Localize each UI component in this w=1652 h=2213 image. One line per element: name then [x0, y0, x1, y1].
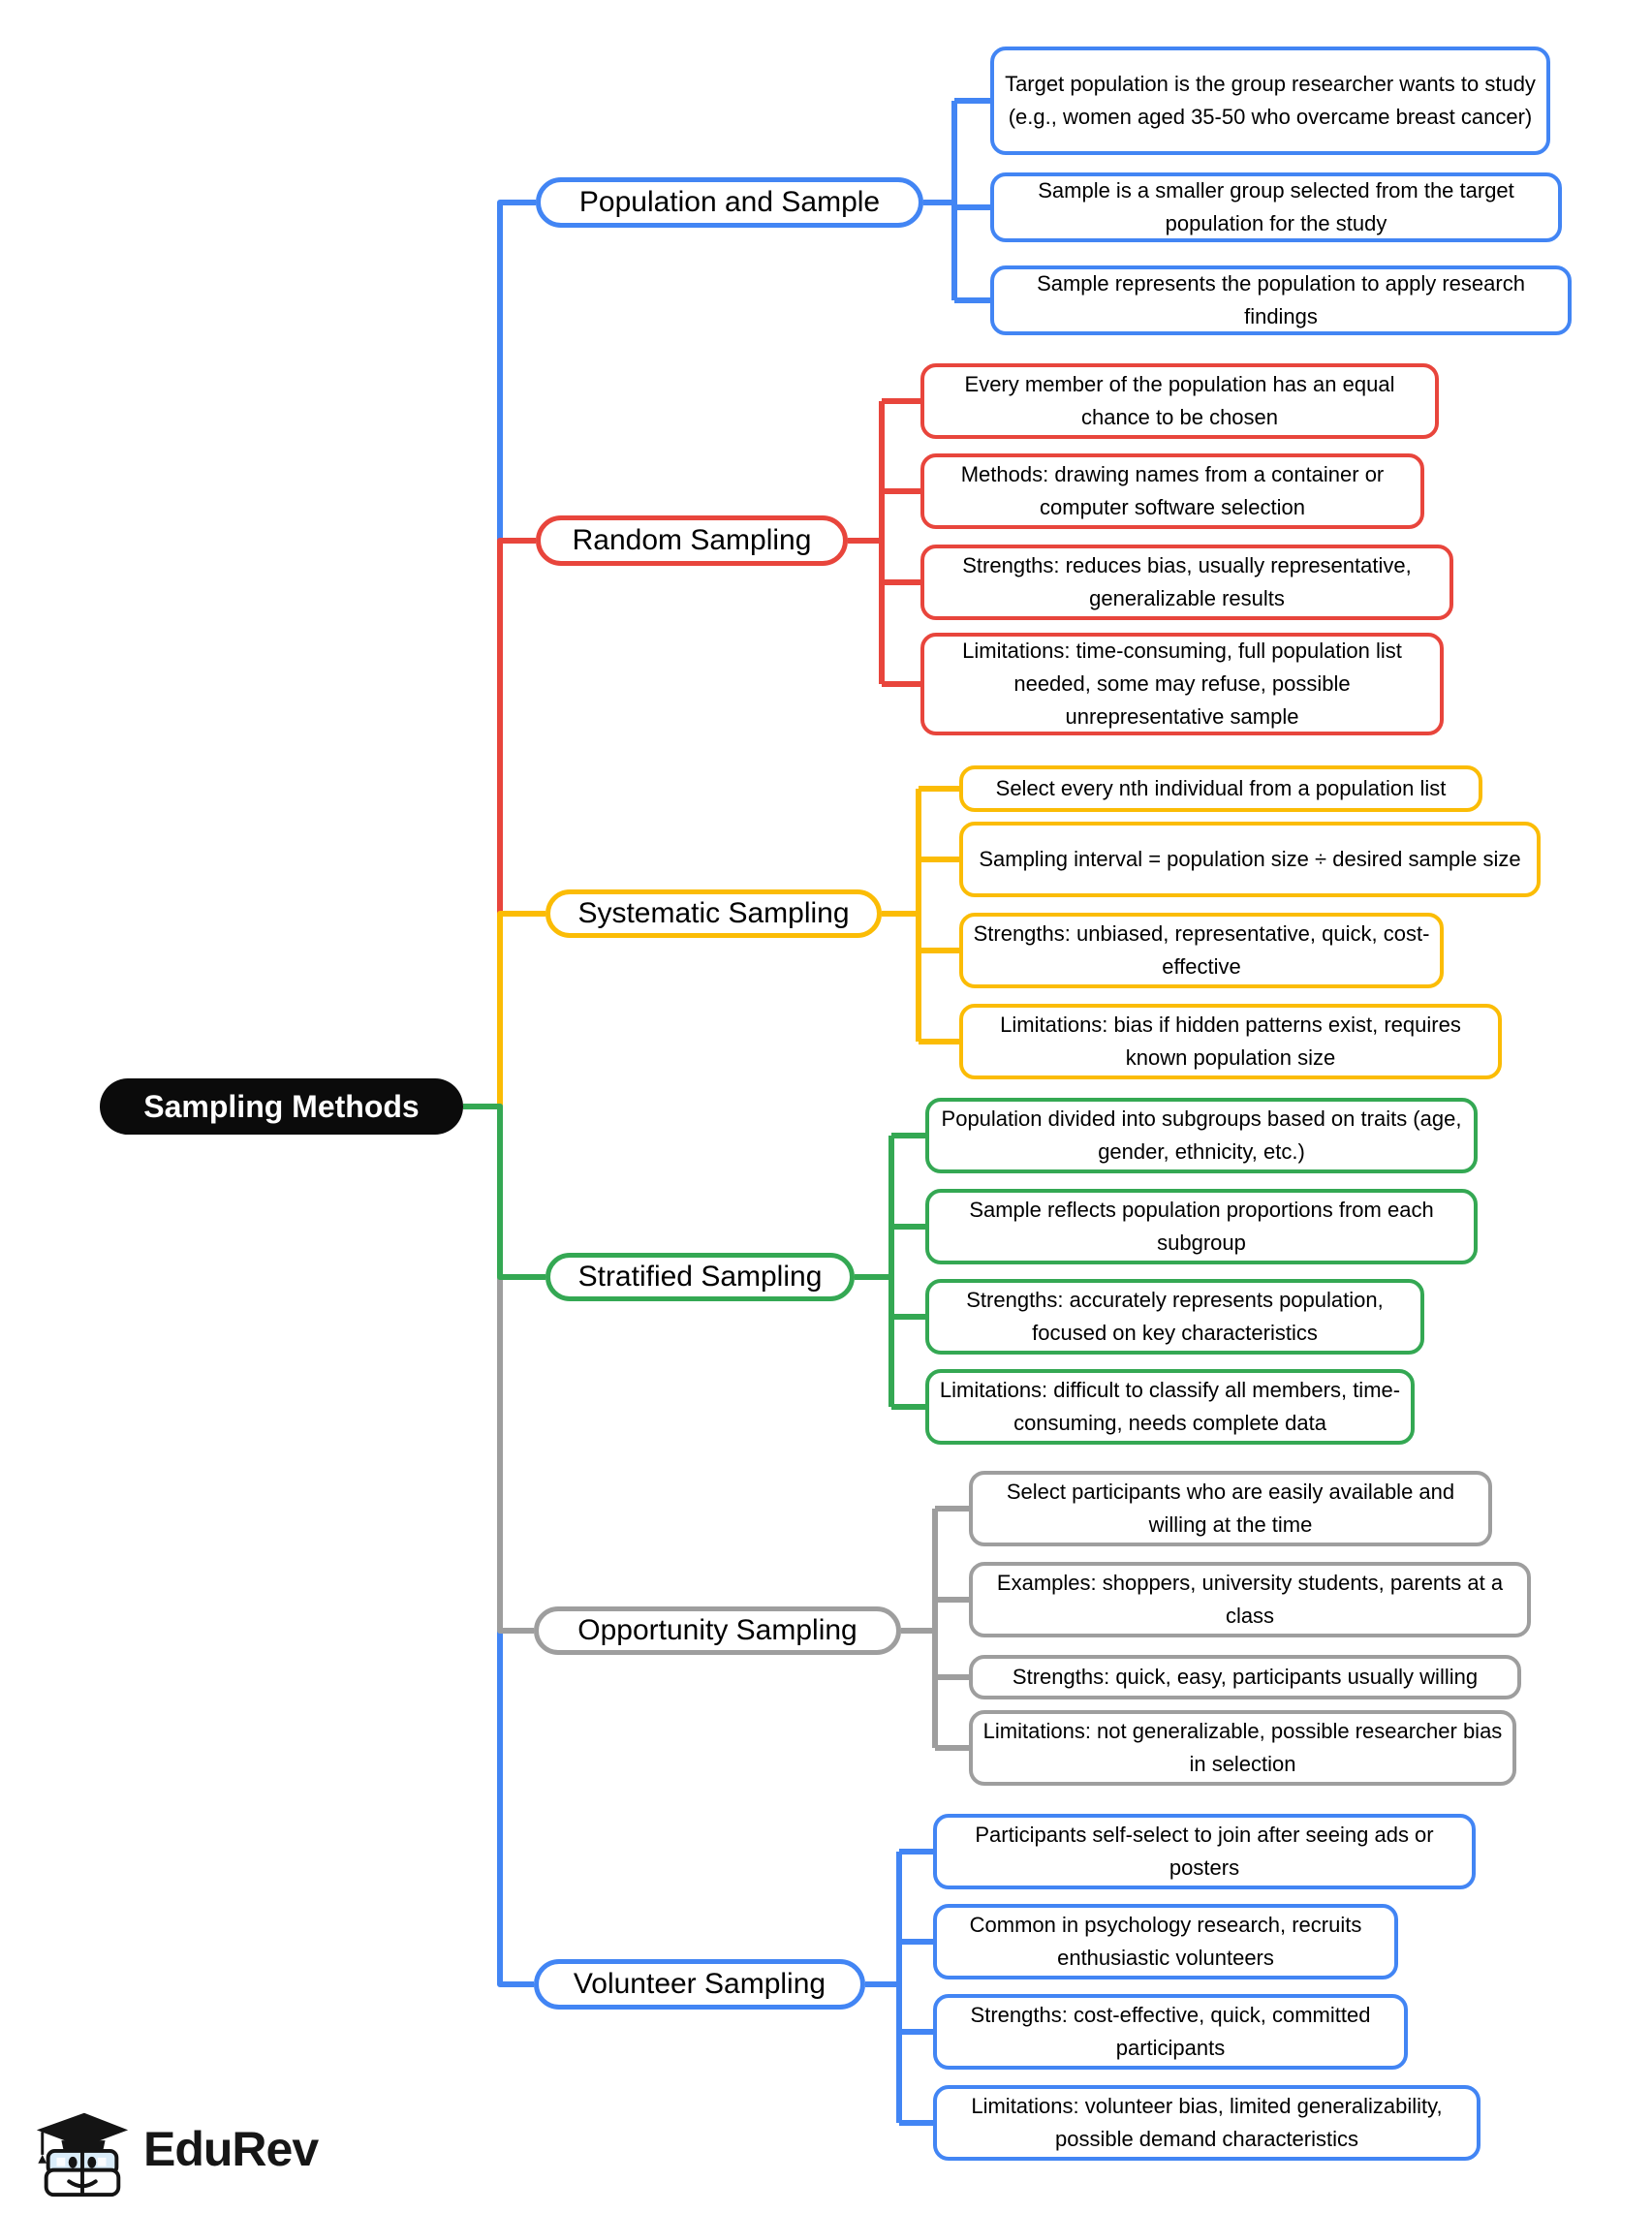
leaf-stratified-limitations: Limitations: difficult to classify all m…	[925, 1369, 1415, 1445]
branch-population-and-sample: Population and Sample	[536, 177, 923, 228]
leaf-volunteer-psychology: Common in psychology research, recruits …	[933, 1904, 1398, 1979]
leaf-random-methods: Methods: drawing names from a container …	[920, 453, 1424, 529]
leaf-systematic-limitations: Limitations: bias if hidden patterns exi…	[959, 1004, 1502, 1079]
leaf-random-strengths: Strengths: reduces bias, usually represe…	[920, 545, 1453, 620]
branch-random-sampling: Random Sampling	[536, 515, 848, 566]
leaf-volunteer-limitations: Limitations: volunteer bias, limited gen…	[933, 2085, 1481, 2161]
branch-stratified-sampling: Stratified Sampling	[545, 1253, 855, 1301]
branch-systematic-sampling: Systematic Sampling	[545, 889, 882, 938]
root-node-sampling-methods: Sampling Methods	[100, 1078, 463, 1135]
leaf-opportunity-strengths: Strengths: quick, easy, participants usu…	[969, 1655, 1521, 1699]
branch-opportunity-sampling: Opportunity Sampling	[534, 1606, 901, 1655]
leaf-volunteer-self-select: Participants self-select to join after s…	[933, 1814, 1476, 1889]
leaf-random-equal-chance: Every member of the population has an eq…	[920, 363, 1439, 439]
branch-volunteer-sampling: Volunteer Sampling	[534, 1959, 865, 2010]
leaf-systematic-nth-individual: Select every nth individual from a popul…	[959, 765, 1482, 812]
leaf-systematic-interval: Sampling interval = population size ÷ de…	[959, 822, 1541, 897]
leaf-opportunity-examples: Examples: shoppers, university students,…	[969, 1562, 1531, 1637]
edurev-logo-text: EduRev	[143, 2122, 319, 2176]
leaf-opportunity-limitations: Limitations: not generalizable, possible…	[969, 1710, 1516, 1786]
leaf-sample-represents-population: Sample represents the population to appl…	[990, 265, 1572, 335]
leaf-stratified-strengths: Strengths: accurately represents populat…	[925, 1279, 1424, 1355]
leaf-random-limitations: Limitations: time-consuming, full popula…	[920, 633, 1444, 735]
edurev-logo: EduRev	[29, 2101, 319, 2197]
leaf-sample-definition: Sample is a smaller group selected from …	[990, 172, 1562, 242]
leaf-stratified-subgroups: Population divided into subgroups based …	[925, 1098, 1478, 1173]
leaf-target-population-definition: Target population is the group researche…	[990, 47, 1550, 155]
leaf-volunteer-strengths: Strengths: cost-effective, quick, commit…	[933, 1994, 1408, 2070]
leaf-stratified-proportions: Sample reflects population proportions f…	[925, 1189, 1478, 1264]
leaf-systematic-strengths: Strengths: unbiased, representative, qui…	[959, 913, 1444, 988]
edurev-mascot-icon	[36, 2112, 129, 2197]
leaf-opportunity-available-participants: Select participants who are easily avail…	[969, 1471, 1492, 1546]
